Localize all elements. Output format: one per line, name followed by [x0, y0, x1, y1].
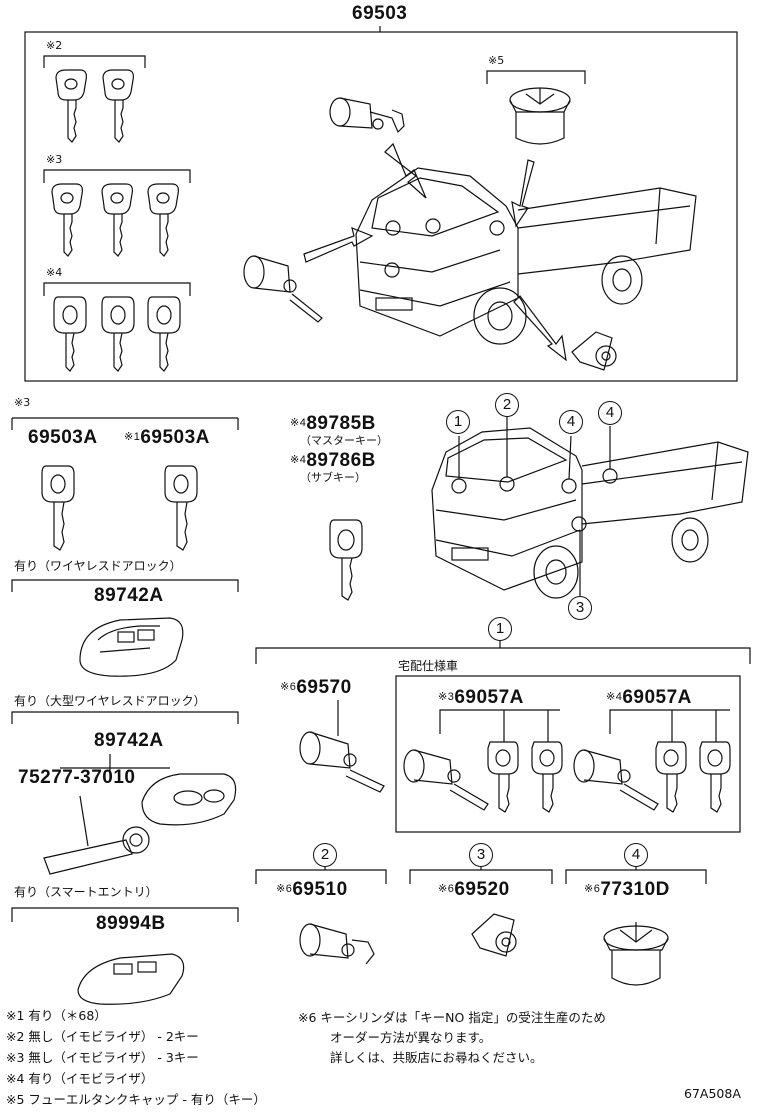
part-69503A-a: 69503A	[28, 427, 98, 448]
part-89786B-mark: ※4	[290, 454, 307, 466]
part-69520-mark: ※6	[438, 883, 455, 895]
cylinder-69510-icon	[299, 923, 375, 965]
part-89785B: ※489785B	[290, 414, 376, 433]
callout-4-b: 4	[598, 401, 622, 425]
callout-4-a: 4	[559, 410, 583, 434]
note6-line3: 詳しくは、共販店にお尋ねください。	[330, 1050, 543, 1065]
cylinder-69570-icon	[299, 700, 385, 793]
delivery-caption: 宅配仕様車	[398, 659, 459, 673]
part-69057A-a-mark: ※3	[438, 691, 455, 703]
part-69503A-b-mark: ※1	[124, 431, 141, 443]
part-89742A-a: 89742A	[94, 585, 164, 606]
part-69057A-b-mark: ※4	[606, 691, 623, 703]
group-label-4: ※4	[46, 266, 63, 279]
part-89742A-b: 89742A	[94, 730, 164, 751]
fuel-cap-icon	[509, 87, 571, 145]
note6-line1: ※6 キーシリンダは「キーNO 指定」の受注生産のため	[298, 1010, 606, 1025]
footnote-2: ※2 無し（イモビライザ） - 2キー	[6, 1029, 199, 1044]
footnote-1: ※1 有り（＊68）	[6, 1008, 107, 1023]
part-77310D-mark: ※6	[584, 883, 601, 895]
callout-2: 2	[495, 393, 519, 417]
wireless-caption: 有り（ワイヤレスドアロック）	[14, 559, 182, 573]
callout-1: 1	[446, 410, 470, 434]
part-69510-number: 69510	[292, 879, 348, 900]
truck-illustration-bottom	[431, 416, 749, 599]
main-part-number: 69503	[352, 3, 408, 24]
door-lock-cylinder-icon	[243, 255, 323, 323]
part-75277-37010: 75277-37010	[18, 767, 136, 788]
part-callout-4: 4	[624, 843, 648, 867]
key-icon-group	[51, 69, 181, 372]
part-69510: ※669510	[276, 880, 348, 899]
part-77310D: ※677310D	[584, 880, 670, 899]
part-69057A-b: ※469057A	[606, 688, 692, 707]
delivery-set-b-icon	[573, 709, 731, 813]
part-89785B-number: 89785B	[306, 413, 376, 434]
large-wireless-caption: 有り（大型ワイヤレスドアロック）	[14, 694, 206, 708]
group-label-5: ※5	[488, 54, 505, 67]
part-69570-mark: ※6	[280, 681, 297, 693]
footnote-3: ※3 無し（イモビライザ） - 3キー	[6, 1050, 199, 1065]
master-key-desc: （マスターキー）	[300, 434, 388, 447]
part-69057A-a: ※369057A	[438, 688, 524, 707]
part-69057A-a-number: 69057A	[454, 687, 524, 708]
part-69570-number: 69570	[296, 677, 352, 698]
part-callout-3: 3	[469, 843, 493, 867]
cylinder-69520-icon	[471, 913, 517, 957]
delivery-callout-1: 1	[488, 617, 512, 641]
main-frame	[24, 31, 738, 382]
part-89786B-number: 89786B	[306, 450, 376, 471]
smart-entry-caption: 有り（スマートエントリ）	[14, 885, 158, 899]
note-mark-3: ※3	[14, 396, 31, 409]
part-89994B: 89994B	[96, 913, 166, 934]
part-69057A-b-number: 69057A	[622, 687, 692, 708]
part-77310D-number: 77310D	[600, 879, 670, 900]
rear-lock-cylinder-icon	[571, 331, 617, 371]
part-callout-2: 2	[313, 843, 337, 867]
part-69503A-b: ※169503A	[124, 428, 210, 447]
key-icon-69503A-left	[41, 465, 75, 551]
callout-3: 3	[568, 596, 592, 620]
footnote-5: ※5 フューエルタンクキャップ - 有り（キー）	[6, 1092, 266, 1107]
master-key-icon	[329, 519, 363, 601]
ignition-cylinder-icon	[329, 97, 405, 134]
part-69510-mark: ※6	[276, 883, 293, 895]
delivery-set-a-icon	[403, 709, 563, 813]
large-wireless-remote-icon	[141, 773, 237, 826]
wireless-remote-icon	[79, 617, 184, 677]
footnote-4: ※4 有り（イモビライザ）	[6, 1071, 154, 1086]
figure-code: 67A508A	[684, 1086, 741, 1101]
group-label-3: ※3	[46, 153, 63, 166]
note6-line2: オーダー方法が異なります。	[330, 1030, 492, 1045]
truck-illustration-top	[355, 167, 697, 345]
smart-key-icon	[77, 953, 185, 1005]
key-icon-69503A-right	[164, 465, 198, 551]
part-89786B: ※489786B	[290, 451, 376, 470]
bracket-g4	[43, 282, 191, 296]
part-69570: ※669570	[280, 678, 352, 697]
part-69520: ※669520	[438, 880, 510, 899]
key-tag-icon	[43, 795, 150, 875]
fuel-cap-77310D-icon	[603, 922, 669, 986]
bracket-g3	[43, 169, 191, 183]
part-89785B-mark: ※4	[290, 417, 307, 429]
sub-key-desc: （サブキー）	[300, 471, 366, 484]
bracket-g2	[43, 55, 146, 68]
part-69503A-b-number: 69503A	[140, 427, 210, 448]
bracket-g5	[486, 70, 586, 84]
part-69520-number: 69520	[454, 879, 510, 900]
group-label-2: ※2	[46, 39, 63, 52]
